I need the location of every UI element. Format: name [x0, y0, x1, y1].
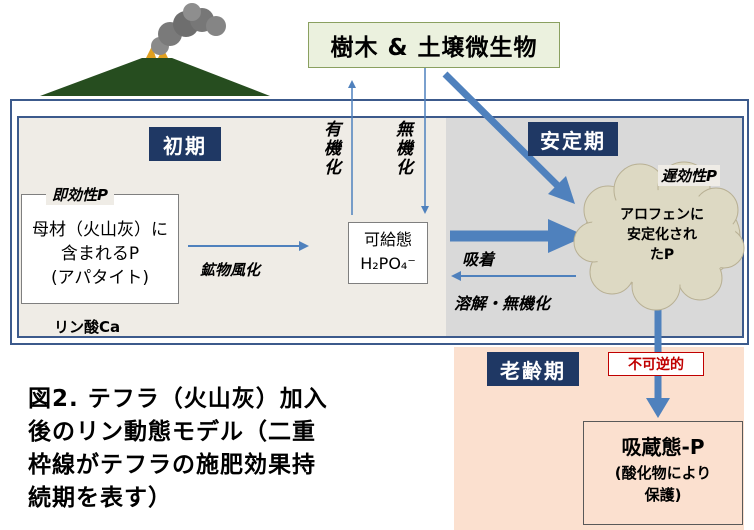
- organic-label: 有機化: [320, 120, 340, 177]
- available-p-text: 可給態 H₂PO₄⁻: [360, 230, 416, 273]
- immediate-effect-label: 即効性P: [46, 184, 114, 205]
- available-p-box: [348, 222, 428, 284]
- occluded-note-1: (酸化物により: [614, 464, 712, 482]
- phase-stable-label: 安定期: [528, 122, 618, 156]
- weathering-label: 鉱物風化: [200, 261, 261, 279]
- mineralization-label: 無機化: [392, 120, 412, 177]
- volcano-icon: [40, 3, 270, 96]
- adsorption-label: 吸着: [462, 250, 495, 269]
- delayed-effect-label: 遅効性P: [658, 165, 720, 186]
- adsorption-arrow: [450, 219, 586, 253]
- occluded-p-box: [583, 421, 743, 525]
- figure-caption: 図2. テフラ（火山灰）加入 後のリン動態モデル（二重 枠線がテフラの施肥効果持…: [28, 386, 328, 511]
- occluded-p-text: 吸蔵態-P (酸化物により 保護): [583, 432, 743, 506]
- tephra-effect-outer-frame: [10, 99, 749, 345]
- dissolution-label: 溶解・無機化: [454, 294, 551, 313]
- occluded-p-title: 吸蔵態-P: [621, 435, 705, 459]
- allophane-text: アロフェンに 安定化され たP: [620, 207, 704, 263]
- trees-to-allophane-arrow: [442, 71, 575, 204]
- parent-material-box: [21, 194, 179, 304]
- phase-initial-label: 初期: [149, 127, 221, 161]
- parent-material-text: 母材（火山灰）に 含まれるP (アパタイト): [32, 220, 168, 288]
- occluded-note-2: 保護): [644, 486, 682, 504]
- irreversible-badge: 不可逆的: [608, 352, 704, 376]
- trees-microbes-box: 樹木 & 土壌微生物: [308, 22, 560, 68]
- calcium-phosphate-label: リン酸Ca: [54, 318, 121, 336]
- phase-old-label: 老齢期: [487, 352, 579, 386]
- to-occluded-arrow: [646, 296, 670, 418]
